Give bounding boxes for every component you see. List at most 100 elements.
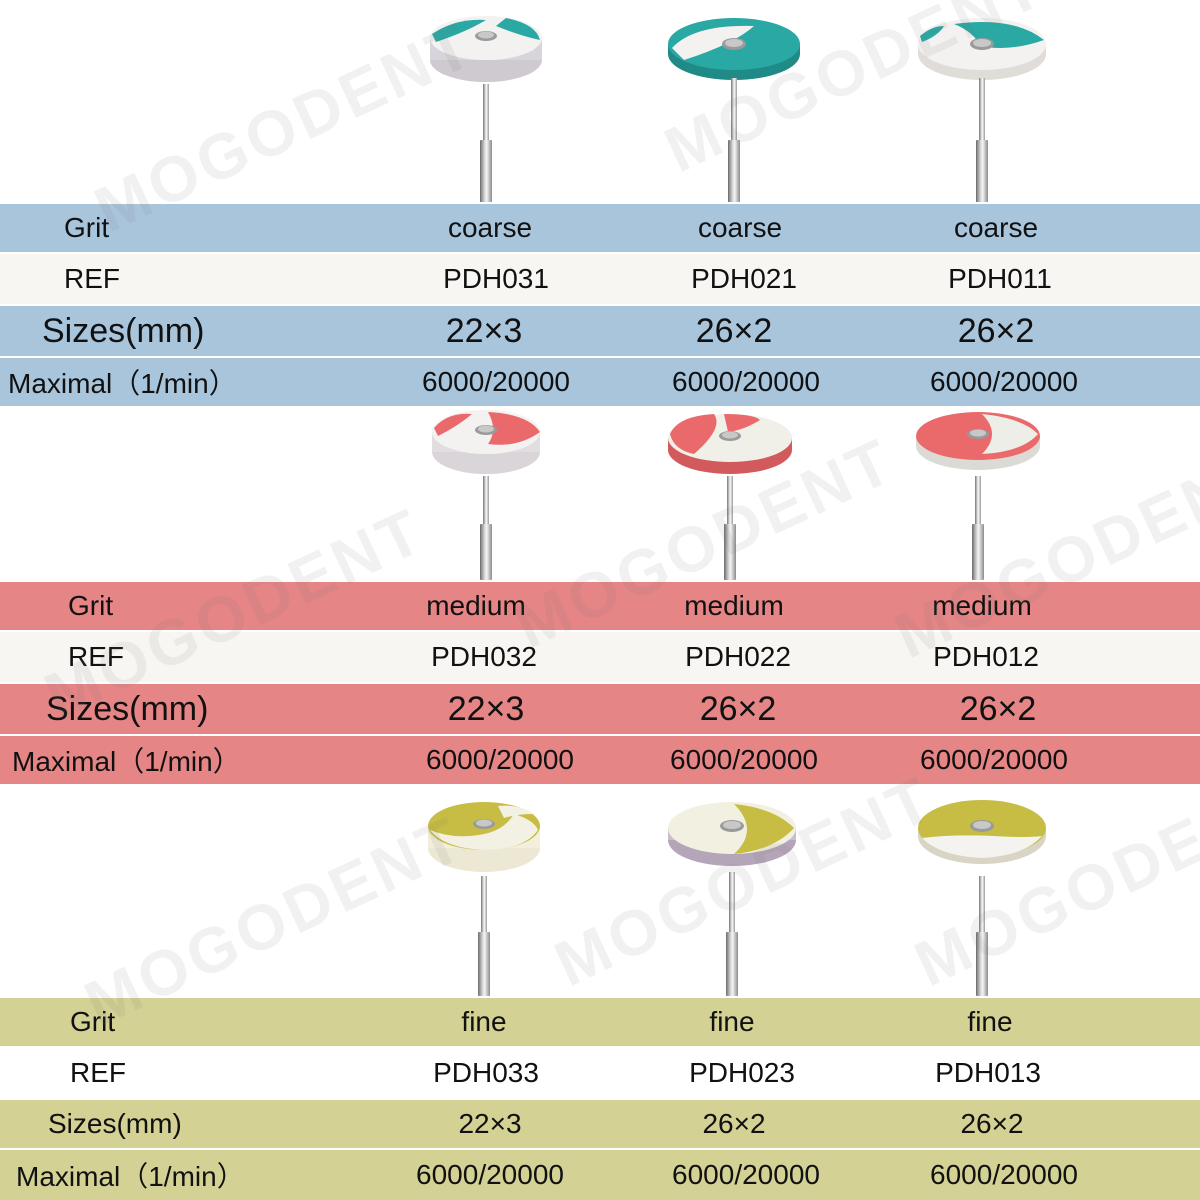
shank <box>729 872 735 936</box>
grit-value: coarse <box>697 212 783 243</box>
shank <box>483 84 489 144</box>
wheel-disc-icon <box>918 18 1046 80</box>
wheel-disc-icon <box>918 800 1046 864</box>
wheel-disc-icon <box>668 802 796 866</box>
ref-value: PDH013 <box>935 1057 1041 1088</box>
wheel-disc-icon <box>668 18 800 80</box>
maximal-value: 6000/20000 <box>930 366 1078 397</box>
group-coarse: MOGODENT MOGODENT <box>0 0 1200 406</box>
shank-handle <box>478 932 490 996</box>
ref-value: PDH031 <box>443 263 549 294</box>
sizes-row: Sizes(mm) 22×3 26×2 26×2 <box>0 304 1200 356</box>
maximal-label: Maximal（1/min） <box>12 746 241 777</box>
grit-row: Grit fine fine fine <box>0 996 1200 1046</box>
maximal-label: Maximal（1/min） <box>16 1161 245 1192</box>
grit-value: fine <box>461 1006 507 1037</box>
size-value: 26×2 <box>695 311 773 350</box>
ref-value: PDH021 <box>691 263 797 294</box>
shank <box>979 876 985 936</box>
size-value: 26×2 <box>957 311 1035 350</box>
sizes-label: Sizes(mm) <box>46 689 209 728</box>
maximal-value: 6000/20000 <box>672 366 820 397</box>
sizes-label: Sizes(mm) <box>48 1108 182 1139</box>
polishing-wheel-pdh021 <box>664 0 804 204</box>
maximal-row: Maximal（1/min） 6000/20000 6000/20000 600… <box>0 1148 1200 1200</box>
polishing-wheel-pdh032 <box>428 406 544 580</box>
maximal-value: 6000/20000 <box>672 1159 820 1190</box>
ref-value: PDH032 <box>431 641 537 672</box>
grit-value: coarse <box>953 212 1039 243</box>
tool-images-coarse: MOGODENT MOGODENT <box>0 0 1200 406</box>
polishing-wheel-pdh031 <box>426 0 546 204</box>
shank-handle <box>976 932 988 996</box>
shank-handle <box>724 524 736 580</box>
ref-label: REF <box>68 641 124 672</box>
shank <box>731 78 737 144</box>
ref-row: REF PDH033 PDH023 PDH013 <box>0 1046 1200 1098</box>
size-value: 26×2 <box>702 1108 766 1139</box>
tool-images-fine: MOGODENT MOGODENT MOGODENT <box>0 762 1200 1200</box>
maximal-label: Maximal（1/min） <box>8 368 237 399</box>
grit-value: fine <box>709 1006 755 1037</box>
shank-handle <box>480 140 492 204</box>
ref-value: PDH033 <box>433 1057 539 1088</box>
grit-value: medium <box>426 590 526 621</box>
ref-value: PDH011 <box>948 263 1052 294</box>
maximal-value: 6000/20000 <box>416 1159 564 1190</box>
maximal-value: 6000/20000 <box>426 744 574 775</box>
ref-label: REF <box>64 263 120 294</box>
grit-row: Grit medium medium medium <box>0 580 1200 630</box>
polishing-wheel-pdh033 <box>424 784 544 996</box>
maximal-value: 6000/20000 <box>670 744 818 775</box>
grit-value: fine <box>967 1006 1013 1037</box>
grit-label: Grit <box>68 590 114 621</box>
size-value: 26×2 <box>699 689 777 728</box>
group-medium: MOGODENT MOGODENT MOGODENT <box>0 406 1200 784</box>
ref-value: PDH022 <box>685 641 791 672</box>
size-value: 22×3 <box>458 1108 522 1139</box>
shank-handle <box>976 140 988 204</box>
ref-row: REF PDH031 PDH021 PDH011 <box>0 252 1200 304</box>
wheel-disc-icon <box>668 414 792 474</box>
size-value: 26×2 <box>960 1108 1024 1139</box>
wheel-disc-icon <box>916 412 1040 470</box>
sizes-row: Sizes(mm) 22×3 26×2 26×2 <box>0 1098 1200 1148</box>
polishing-wheel-pdh012 <box>912 406 1044 580</box>
shank-handle <box>728 140 740 204</box>
sizes-row: Sizes(mm) 22×3 26×2 26×2 <box>0 682 1200 734</box>
maximal-value: 6000/20000 <box>930 1159 1078 1190</box>
maximal-value: 6000/20000 <box>920 744 1068 775</box>
maximal-value: 6000/20000 <box>422 366 570 397</box>
polishing-wheel-pdh011 <box>914 0 1050 204</box>
grit-label: Grit <box>70 1006 116 1037</box>
size-value: 26×2 <box>959 689 1037 728</box>
grit-value: medium <box>684 590 784 621</box>
grit-value: coarse <box>447 212 533 243</box>
shank <box>975 476 981 528</box>
size-value: 22×3 <box>445 311 523 350</box>
group-fine: MOGODENT MOGODENT MOGODENT <box>0 762 1200 1200</box>
maximal-row: Maximal（1/min） 6000/20000 6000/20000 600… <box>0 356 1200 406</box>
ref-value: PDH023 <box>689 1057 795 1088</box>
ref-value: PDH012 <box>933 641 1039 672</box>
polishing-wheel-pdh023 <box>664 784 800 996</box>
shank <box>481 876 487 936</box>
shank <box>727 476 733 528</box>
shank-handle <box>972 524 984 580</box>
shank-handle <box>480 524 492 580</box>
ref-row: REF PDH032 PDH022 PDH012 <box>0 630 1200 682</box>
sizes-label: Sizes(mm) <box>42 311 205 350</box>
grit-row: Grit coarse coarse coarse <box>0 202 1200 252</box>
wheel-disc-icon <box>432 410 540 474</box>
grit-label: Grit <box>64 212 110 243</box>
shank <box>483 476 489 528</box>
shank-handle <box>726 932 738 996</box>
shank <box>979 78 985 144</box>
wheel-disc-icon <box>430 16 542 82</box>
maximal-row: Maximal（1/min） 6000/20000 6000/20000 600… <box>0 734 1200 784</box>
size-value: 22×3 <box>447 689 525 728</box>
polishing-wheel-pdh022 <box>664 406 796 580</box>
wheel-disc-icon <box>428 802 540 872</box>
ref-label: REF <box>70 1057 126 1088</box>
grit-value: medium <box>932 590 1032 621</box>
